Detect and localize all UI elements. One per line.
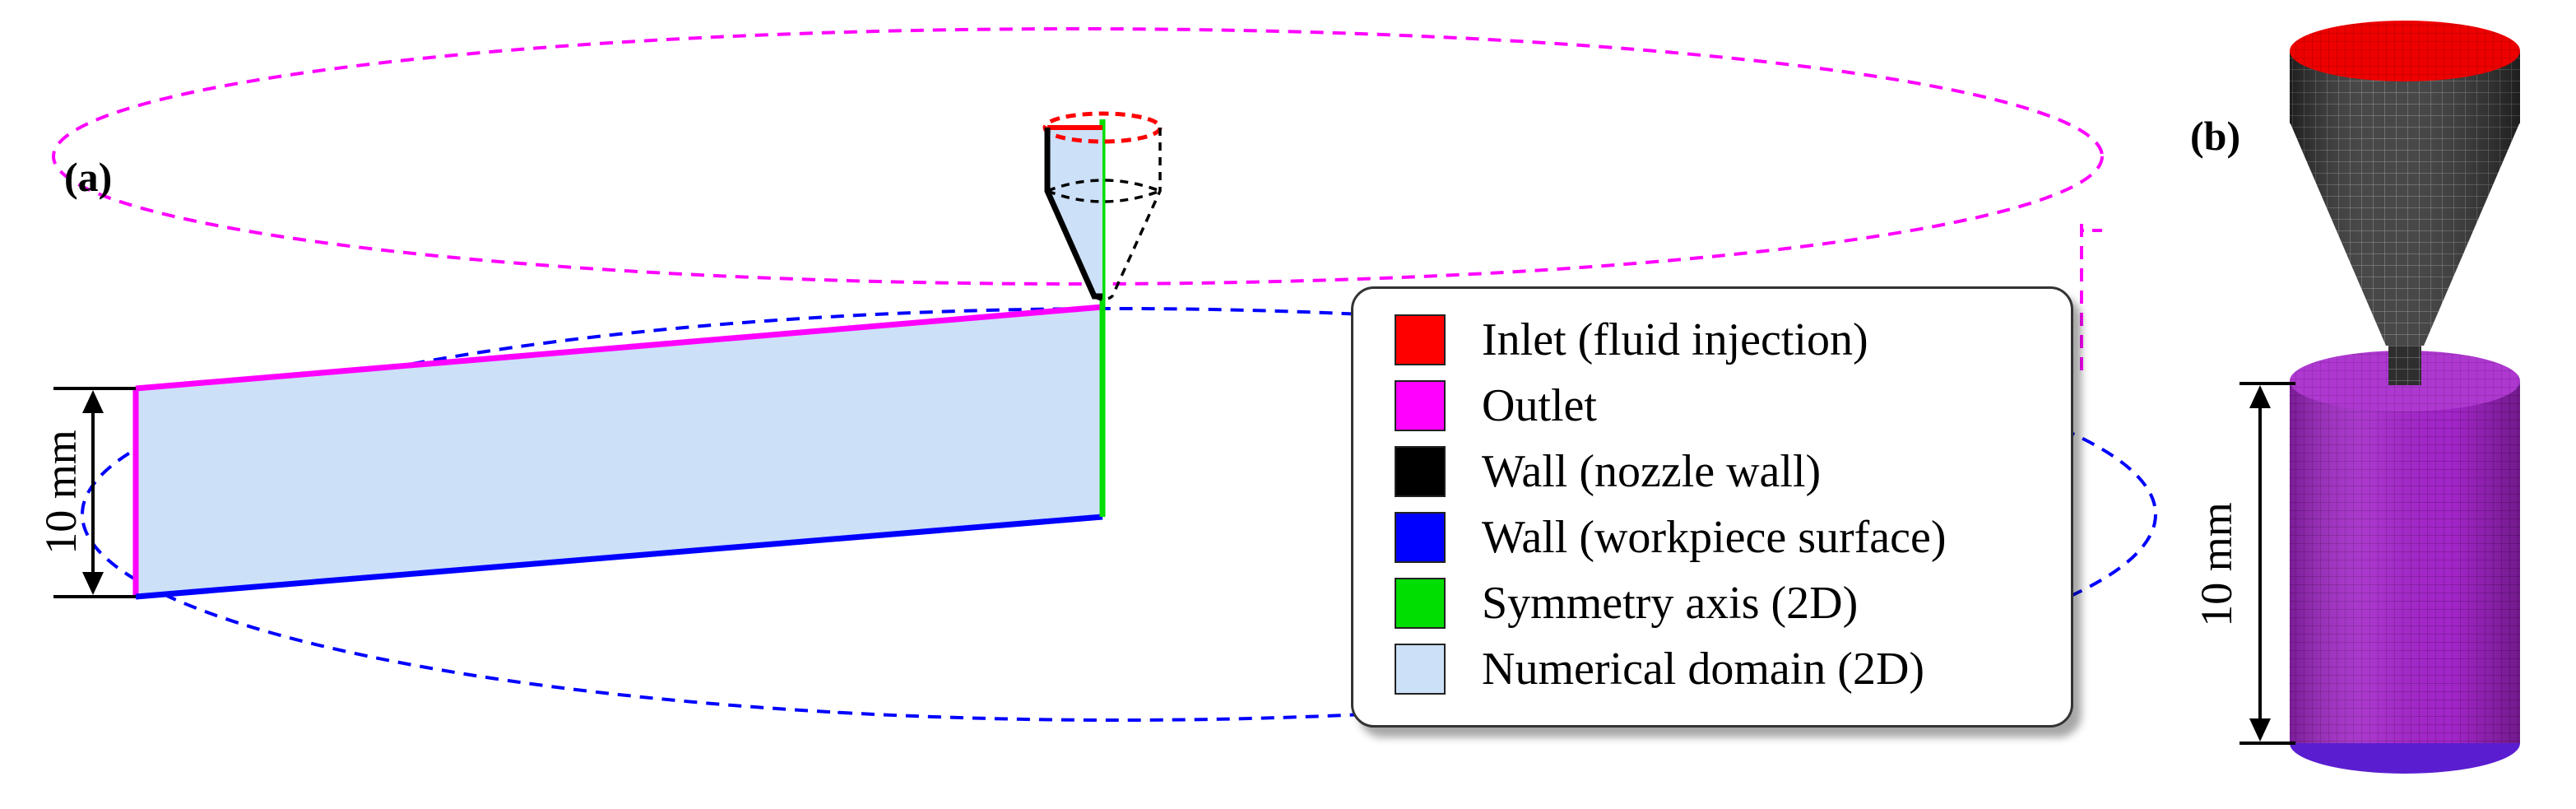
outlet-ellipse bbox=[52, 27, 2104, 286]
legend-item-nozzle-wall: Wall (nozzle wall) bbox=[1395, 439, 2071, 504]
panel-a-label: (a) bbox=[64, 154, 112, 200]
legend-swatch bbox=[1395, 644, 1446, 695]
nozzle-tip bbox=[2388, 344, 2421, 385]
legend-item-symmetry-axis: Symmetry axis (2D) bbox=[1395, 570, 2071, 636]
nozzle-mesh bbox=[2290, 21, 2520, 385]
legend-label: Inlet (fluid injection) bbox=[1482, 314, 1868, 365]
numerical-domain bbox=[136, 307, 1102, 597]
dimension-label-b: 10 mm bbox=[2192, 502, 2241, 627]
legend: Inlet (fluid injection) Outlet Wall (noz… bbox=[1351, 286, 2073, 728]
outlet-top-edge bbox=[135, 304, 1103, 392]
legend-swatch bbox=[1395, 380, 1446, 431]
fluid-domain-mesh bbox=[2290, 351, 2520, 774]
legend-label: Numerical domain (2D) bbox=[1482, 644, 1925, 695]
legend-item-inlet: Inlet (fluid injection) bbox=[1395, 307, 2071, 373]
legend-item-workpiece: Wall (workpiece surface) bbox=[1395, 504, 2071, 570]
panel-b: (b) 10 mm bbox=[2190, 21, 2520, 774]
legend-swatch bbox=[1395, 314, 1446, 365]
legend-label: Wall (nozzle wall) bbox=[1482, 446, 1822, 497]
legend-label: Outlet bbox=[1482, 380, 1597, 431]
dimension-marker-b bbox=[2239, 382, 2295, 745]
legend-item-numerical-domain: Numerical domain (2D) bbox=[1395, 636, 2071, 702]
legend-swatch bbox=[1395, 512, 1446, 563]
nozzle-sketch bbox=[1042, 111, 1163, 301]
legend-swatch bbox=[1395, 578, 1446, 629]
panel-b-label: (b) bbox=[2190, 113, 2240, 159]
workpiece-ellipse bbox=[81, 307, 2157, 722]
nozzle-hidden-edges bbox=[1047, 128, 1162, 301]
legend-label: Symmetry axis (2D) bbox=[1482, 578, 1859, 629]
dimension-label-a: 10 mm bbox=[36, 430, 86, 555]
legend-label: Wall (workpiece surface) bbox=[1482, 512, 1947, 563]
workpiece-edge bbox=[135, 514, 1103, 600]
legend-swatch bbox=[1395, 446, 1446, 497]
nozzle-wall bbox=[1044, 128, 1102, 300]
legend-item-outlet: Outlet bbox=[1395, 373, 2071, 439]
dimension-marker-a bbox=[53, 387, 136, 598]
inlet-face bbox=[2290, 21, 2520, 81]
panel-a: 10 mm (a) bbox=[36, 27, 2157, 722]
